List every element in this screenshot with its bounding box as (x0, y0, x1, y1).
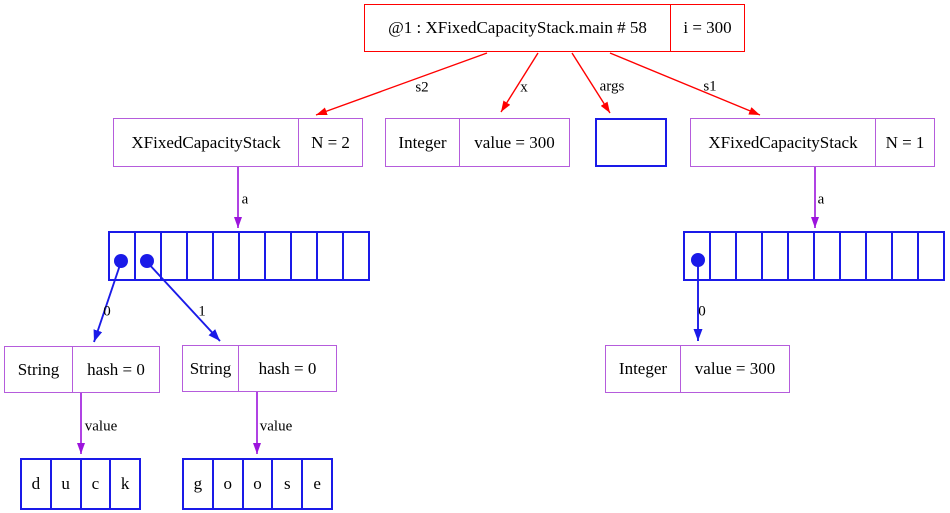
s1-stack-type: XFixedCapacityStack (691, 119, 876, 166)
char-cell-0: g (184, 460, 214, 508)
string-duck-type: String (5, 347, 73, 392)
array-slot-8 (893, 233, 919, 279)
edge-label-index0-left: 0 (103, 303, 111, 320)
edge-label-value-left: value (84, 418, 118, 435)
char-cell-3: k (120, 474, 130, 493)
array-slot-3 (188, 233, 214, 279)
s2-stack-field-n: N = 2 (311, 132, 350, 152)
edge-label-value-right: value (259, 418, 293, 435)
array-slot-6 (266, 233, 292, 279)
array-slot-9 (919, 233, 943, 279)
duck-char-array: d u c k (20, 458, 141, 510)
array-slot-1 (711, 233, 737, 279)
s2-backing-array (108, 231, 370, 281)
array-slot-8 (318, 233, 344, 279)
s2-stack-node: XFixedCapacityStack N = 2 (113, 118, 363, 167)
array-slot-2 (737, 233, 763, 279)
array-slot-4 (789, 233, 815, 279)
s1-stack-node: XFixedCapacityStack N = 1 (690, 118, 935, 167)
array-slot-0 (685, 233, 711, 279)
array-slot-1 (136, 233, 162, 279)
char-cell-2: c (82, 460, 112, 508)
boxed-integer-type: Integer (606, 346, 681, 392)
edge-label-s1: s1 (703, 78, 717, 95)
array-slot-0 (110, 233, 136, 279)
edge-s1 (609, 52, 761, 116)
edge-s2 (315, 52, 488, 116)
x-integer-node: Integer value = 300 (385, 118, 570, 167)
stack-frame-var-i: i = 300 (683, 18, 732, 37)
boxed-integer-value: value = 300 (694, 359, 776, 378)
string-goose-type: String (183, 346, 239, 391)
edge-label-a-left: a (241, 191, 249, 208)
array-slot-2 (162, 233, 188, 279)
edge-label-index1-left: 1 (198, 303, 206, 320)
array-slot-9 (344, 233, 368, 279)
string-duck-hash: hash = 0 (87, 359, 145, 379)
x-integer-value: value = 300 (474, 132, 555, 152)
edge-label-s2: s2 (415, 79, 429, 96)
args-empty-array-node (595, 118, 667, 167)
array-slot-5 (815, 233, 841, 279)
string-goose-hash: hash = 0 (258, 358, 317, 378)
edge-label-x: x (520, 79, 528, 96)
s2-stack-type: XFixedCapacityStack (114, 119, 299, 166)
x-integer-type: Integer (386, 119, 460, 166)
char-cell-2: o (244, 460, 274, 508)
stack-frame-title: @1 : XFixedCapacityStack.main # 58 (365, 5, 671, 51)
string-duck-node: String hash = 0 (4, 346, 160, 393)
char-cell-1: o (214, 460, 244, 508)
s1-stack-field-n: N = 1 (885, 132, 925, 152)
string-goose-node: String hash = 0 (182, 345, 337, 392)
array-slot-3 (763, 233, 789, 279)
edge-label-index0-right: 0 (698, 303, 706, 320)
s1-backing-array (683, 231, 945, 281)
goose-char-array: g o o s e (182, 458, 333, 510)
array-slot-7 (292, 233, 318, 279)
array-slot-4 (214, 233, 240, 279)
char-cell-3: s (273, 460, 304, 508)
char-cell-0: d (22, 460, 52, 508)
array-slot-5 (240, 233, 266, 279)
boxed-integer-node: Integer value = 300 (605, 345, 790, 393)
edge-label-a-right: a (817, 191, 825, 208)
char-cell-4: e (313, 474, 321, 493)
char-cell-1: u (52, 460, 82, 508)
edge-label-args: args (599, 78, 625, 95)
array-slot-6 (841, 233, 867, 279)
array-slot-7 (867, 233, 893, 279)
stack-frame-node: @1 : XFixedCapacityStack.main # 58 i = 3… (364, 4, 745, 52)
